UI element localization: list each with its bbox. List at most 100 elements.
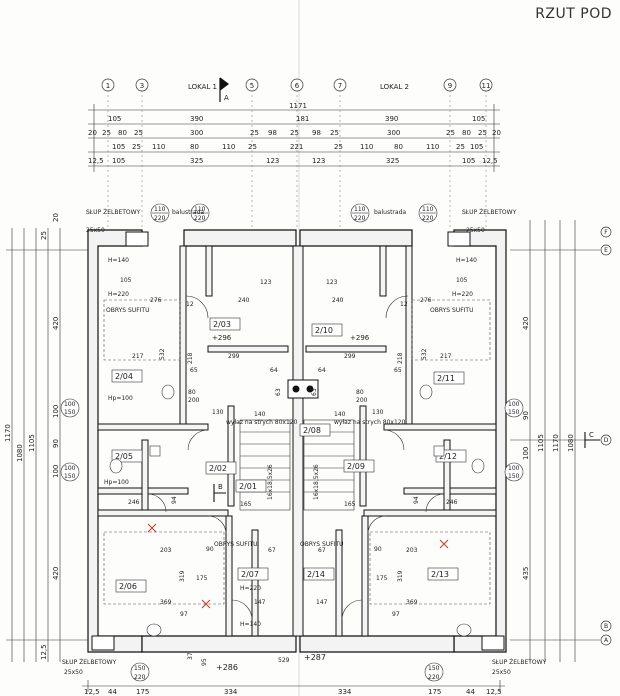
svg-text:2/01: 2/01 [239,482,257,491]
stair-spec-2: 16x18,5x26 [313,464,320,500]
svg-text:2/08: 2/08 [303,426,321,435]
svg-text:105: 105 [120,277,132,284]
svg-text:2/03: 2/03 [213,320,231,329]
svg-text:105: 105 [112,157,125,165]
svg-text:H=220: H=220 [108,291,129,298]
svg-text:390: 390 [385,115,398,123]
svg-text:2/13: 2/13 [431,570,449,579]
svg-text:D: D [604,437,609,444]
svg-text:25: 25 [248,143,257,151]
svg-text:2/02: 2/02 [209,464,227,473]
svg-text:147: 147 [316,599,328,606]
room-2-04: 2/04 [111,369,143,383]
svg-text:44: 44 [108,688,117,696]
svg-text:300: 300 [387,129,400,137]
svg-text:105: 105 [456,277,468,284]
window-tags-top [150,203,438,223]
svg-text:95: 95 [201,658,208,666]
svg-text:25x50: 25x50 [492,669,511,676]
unit-label-1: LOKAL 1 [188,83,217,91]
axis-label: 11 [482,82,491,90]
svg-text:276: 276 [150,297,162,304]
svg-text:1080: 1080 [567,434,575,452]
svg-text:67: 67 [318,547,326,554]
svg-text:97: 97 [392,611,400,618]
room-2-08: 2/08 [299,423,331,437]
svg-text:140: 140 [254,411,266,418]
svg-text:+286: +286 [216,663,238,672]
svg-text:130: 130 [372,409,384,416]
svg-text:105: 105 [108,115,121,123]
svg-text:150: 150 [64,473,76,480]
top-dimension-lines [88,85,500,230]
svg-text:25x50: 25x50 [86,227,105,234]
bottom-dimension-line [82,680,505,692]
svg-text:110: 110 [154,206,166,213]
svg-text:100: 100 [52,405,60,418]
svg-text:A: A [224,94,229,102]
axis-bubbles-right: F E D B A [600,226,612,646]
fixtures [109,384,485,637]
axis-label: 7 [338,82,342,90]
svg-text:369: 369 [406,599,418,606]
svg-text:67: 67 [268,547,276,554]
room-2-14: 2/14 [303,567,335,581]
svg-text:OBRYS SUFITU: OBRYS SUFITU [430,307,473,314]
svg-text:200: 200 [188,397,200,404]
svg-text:2/06: 2/06 [119,582,137,591]
svg-text:+296: +296 [350,334,370,342]
svg-text:12,5: 12,5 [482,157,498,165]
svg-text:94: 94 [171,496,178,504]
svg-text:63: 63 [311,388,318,396]
svg-text:64: 64 [270,367,278,374]
svg-text:175: 175 [376,575,388,582]
axis-label: 5 [250,82,254,90]
svg-text:175: 175 [428,688,441,696]
stair-spec-1: 16x18,5x26 [267,464,274,500]
svg-text:H=220: H=220 [452,291,473,298]
svg-text:165: 165 [240,501,252,508]
svg-text:220: 220 [422,215,434,222]
svg-text:25: 25 [250,129,259,137]
svg-text:110: 110 [360,143,373,151]
svg-text:220: 220 [428,674,440,681]
svg-text:90: 90 [522,411,530,420]
svg-text:2/12: 2/12 [439,452,457,461]
svg-text:334: 334 [338,688,352,696]
svg-text:240: 240 [238,297,250,304]
svg-text:wyłaz na strych 80x120: wyłaz na strych 80x120 [334,419,406,426]
svg-text:246: 246 [128,499,140,506]
svg-text:2/09: 2/09 [347,462,365,471]
svg-text:12: 12 [400,301,408,308]
room-2-13: 2/13 [427,567,459,581]
svg-text:100: 100 [508,401,520,408]
party-wall [292,245,304,637]
svg-text:420: 420 [52,567,60,580]
door-swings [147,295,445,621]
svg-text:2/07: 2/07 [241,570,259,579]
svg-text:150: 150 [508,409,520,416]
svg-text:25: 25 [102,129,111,137]
concrete-columns [91,231,505,651]
svg-text:25: 25 [446,129,455,137]
svg-text:1170: 1170 [552,434,560,452]
svg-text:SŁUP ŻELBETOWY: SŁUP ŻELBETOWY [492,659,547,666]
room-2-07: 2/07 [237,567,269,581]
svg-text:110: 110 [194,206,206,213]
svg-text:Hp=100: Hp=100 [104,479,129,486]
svg-text:105: 105 [472,115,485,123]
svg-text:B: B [604,623,608,630]
svg-text:218: 218 [187,352,194,364]
svg-text:+287: +287 [304,653,326,662]
svg-text:80: 80 [356,389,364,396]
bottom-dim-texts: 12,5 44 175 334 334 175 44 12,5 [84,688,502,696]
svg-text:20: 20 [492,129,501,137]
svg-text:140: 140 [334,411,346,418]
svg-text:balustrada: balustrada [374,209,406,216]
svg-text:25: 25 [330,129,339,137]
svg-text:80: 80 [190,143,199,151]
svg-text:300: 300 [190,129,203,137]
svg-text:390: 390 [190,115,203,123]
svg-text:147: 147 [254,599,266,606]
